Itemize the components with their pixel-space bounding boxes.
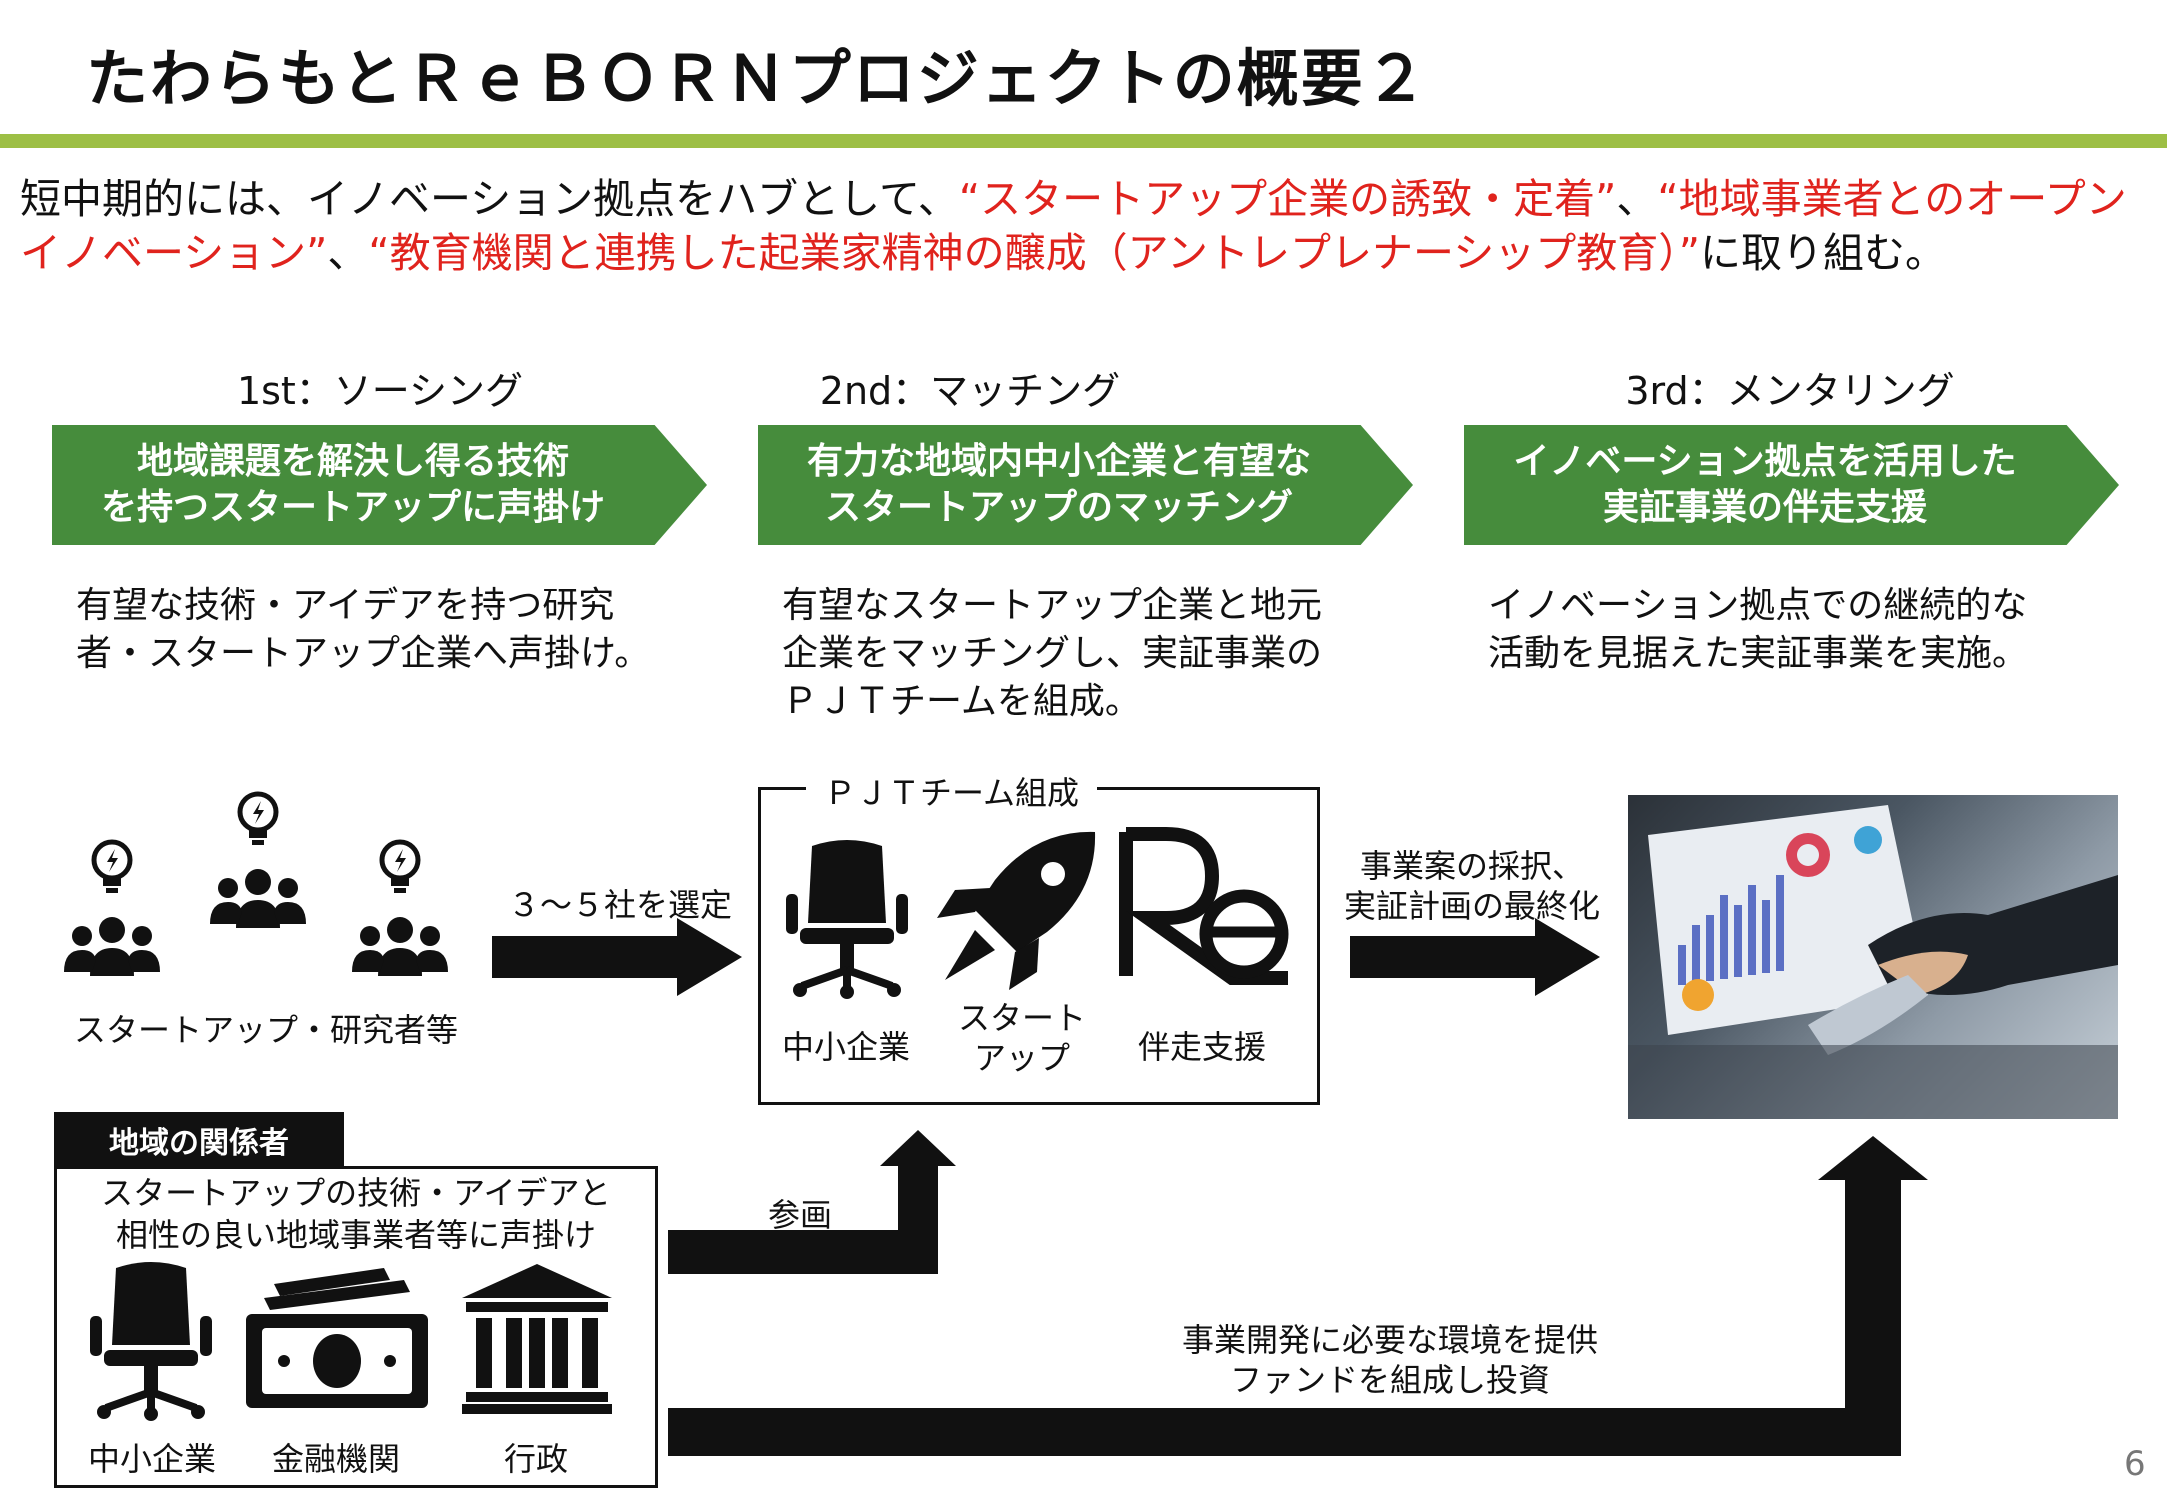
photo-illustration: [1628, 805, 2118, 1119]
intro-text-2: 、: [1616, 175, 1658, 223]
phase-2-banner-text: 有力な地域内中小企業と有望なスタートアップのマッチング: [758, 425, 1360, 545]
re-logo: [1119, 827, 1289, 985]
intro-text-4: に取り組む。: [1699, 229, 1946, 277]
startup-researchers-icons: [64, 780, 448, 976]
people-group-icon: [352, 917, 448, 976]
phase-1-label: 1st：ソーシング: [236, 369, 524, 413]
local-sme-label: 中小企業: [88, 1440, 217, 1478]
arrow-up-icon: [668, 1136, 1928, 1456]
phase-3-desc-line2: 活動を見据えた実証事業を実施。: [1488, 633, 2029, 674]
business-handshake-photo: [1628, 795, 2118, 1119]
adopt-label: 事業案の採択、 実証計画の最終化: [1332, 846, 1612, 926]
phase-2-chevron: [758, 425, 1413, 545]
adopt-label-line2: 実証計画の最終化: [1343, 887, 1600, 925]
phase-1-desc-line1: 有望な技術・アイデアを持つ研究: [76, 585, 615, 626]
arrow-up-icon: [668, 1130, 956, 1274]
intro-text: 短中期的には、イノベーション拠点をハブとして、“スタートアップ企業の誘致・定着”…: [20, 172, 2140, 280]
phase-3-banner: イノベーション拠点を活用した実証事業の伴走支援: [1464, 425, 2119, 545]
pjt-startup-label-line2: アップ: [973, 1039, 1070, 1077]
office-chair-icon: [786, 840, 908, 999]
local-stakeholders-header: 地域の関係者: [54, 1112, 344, 1168]
local-gov-label: 行政: [504, 1440, 569, 1478]
rocket-icon: [937, 831, 1096, 990]
phase-1-banner-line1: 地域課題を解決し得る技術: [136, 441, 569, 482]
intro-emphasis-3: “教育機関と連携した起業家精神の醸成（アントレプレナーシップ教育）”: [368, 229, 1700, 277]
phase-3-chevron: [1464, 425, 2119, 545]
arrow-right-icon: [492, 918, 742, 996]
laptop-screen: [1648, 805, 1928, 1035]
intro-emphasis-1: “スタートアップ企業の誘致・定着”: [958, 175, 1617, 223]
pjt-startup-label-line1: スタート: [957, 999, 1086, 1037]
money-icon: [246, 1268, 428, 1408]
pjt-sme-label: 中小企業: [782, 1028, 911, 1066]
people-group-icon: [210, 869, 306, 928]
local-description-line2: 相性の良い地域事業者等に声掛け: [115, 1216, 596, 1254]
phase-2-banner-line1: 有力な地域内中小企業と有望な: [806, 441, 1311, 482]
select-label: ３～５社を選定: [508, 886, 733, 924]
phase-1-banner: 地域課題を解決し得る技術を持つスタートアップに声掛け: [52, 425, 707, 545]
intro-text-1: 短中期的には、イノベーション拠点をハブとして、: [20, 175, 959, 223]
local-description: スタートアップの技術・アイデアと 相性の良い地域事業者等に声掛け: [60, 1172, 652, 1256]
phase-1-banner-line2: を持つスタートアップに声掛け: [100, 487, 605, 528]
phase-3-description: イノベーション拠点での継続的な 活動を見据えた実証事業を実施。: [1488, 582, 2088, 678]
phase-3-banner-text: イノベーション拠点を活用した実証事業の伴走支援: [1464, 425, 2066, 545]
local-stakeholders-box: [54, 1166, 658, 1488]
handshake: [1808, 875, 2118, 1055]
phase-2-desc-line3: ＰＪＴチームを組成。: [782, 681, 1141, 722]
phase-2-label: 2nd：マッチング: [819, 369, 1121, 413]
phase-2-description: 有望なスタートアップ企業と地元 企業をマッチングし、実証事業の ＰＪＴチームを組…: [782, 582, 1382, 726]
phase-1-banner-text: 地域課題を解決し得る技術を持つスタートアップに声掛け: [52, 425, 654, 545]
people-group-icon: [64, 917, 160, 976]
lightbulb-icon: [382, 842, 418, 893]
intro-emphasis-2: “地域事業者とのオープンイノベーション”: [20, 175, 2127, 277]
intro-text-3: 、: [327, 229, 369, 277]
phase-3-desc-line1: イノベーション拠点での継続的な: [1488, 585, 2028, 626]
lightbulb-icon: [94, 842, 130, 893]
bank-icon: [462, 1264, 612, 1414]
phase-3-label: 3rd：メンタリング: [1625, 369, 1955, 413]
local-description-line1: スタートアップの技術・アイデアと: [101, 1174, 611, 1212]
phase-2-desc-line1: 有望なスタートアップ企業と地元: [782, 585, 1323, 626]
adopt-label-line1: 事業案の採択、: [1359, 847, 1584, 885]
lightbulb-icon: [240, 794, 276, 845]
phase-1-desc-line2: 者・スタートアップ企業へ声掛け。: [76, 633, 651, 674]
env-label-line2: ファンドを組成し投資: [1229, 1361, 1550, 1399]
phase-2-banner-line2: スタートアップのマッチング: [824, 487, 1293, 528]
phase-2-banner: 有力な地域内中小企業と有望なスタートアップのマッチング: [758, 425, 1413, 545]
office-chair-icon: [90, 1262, 212, 1421]
phase-1-description: 有望な技術・アイデアを持つ研究 者・スタートアップ企業へ声掛け。: [76, 582, 676, 678]
page-title: たわらもとＲｅＢＯＲＮプロジェクトの概要２: [86, 42, 1429, 115]
pjt-team-title: ＰＪＴチーム組成: [806, 768, 1098, 814]
phase-3-banner-line1: イノベーション拠点を活用した: [1513, 441, 2017, 482]
env-label: 事業開発に必要な環境を提供 ファンドを組成し投資: [1120, 1320, 1660, 1400]
pjt-support-label: 伴走支援: [1138, 1028, 1267, 1066]
phase-1-chevron: [52, 425, 707, 545]
title-rule: [0, 134, 2167, 148]
pjt-startup-label: スタート アップ: [942, 998, 1102, 1078]
participate-label: 参画: [768, 1196, 833, 1234]
page-number: 6: [2124, 1444, 2146, 1484]
phase-3-banner-line2: 実証事業の伴走支援: [1602, 487, 1927, 528]
env-label-line1: 事業開発に必要な環境を提供: [1181, 1321, 1598, 1359]
arrow-right-icon: [1350, 918, 1600, 996]
local-finance-label: 金融機関: [272, 1440, 401, 1478]
phase-2-desc-line2: 企業をマッチングし、実証事業の: [782, 633, 1323, 674]
startups-label: スタートアップ・研究者等: [74, 1011, 459, 1049]
